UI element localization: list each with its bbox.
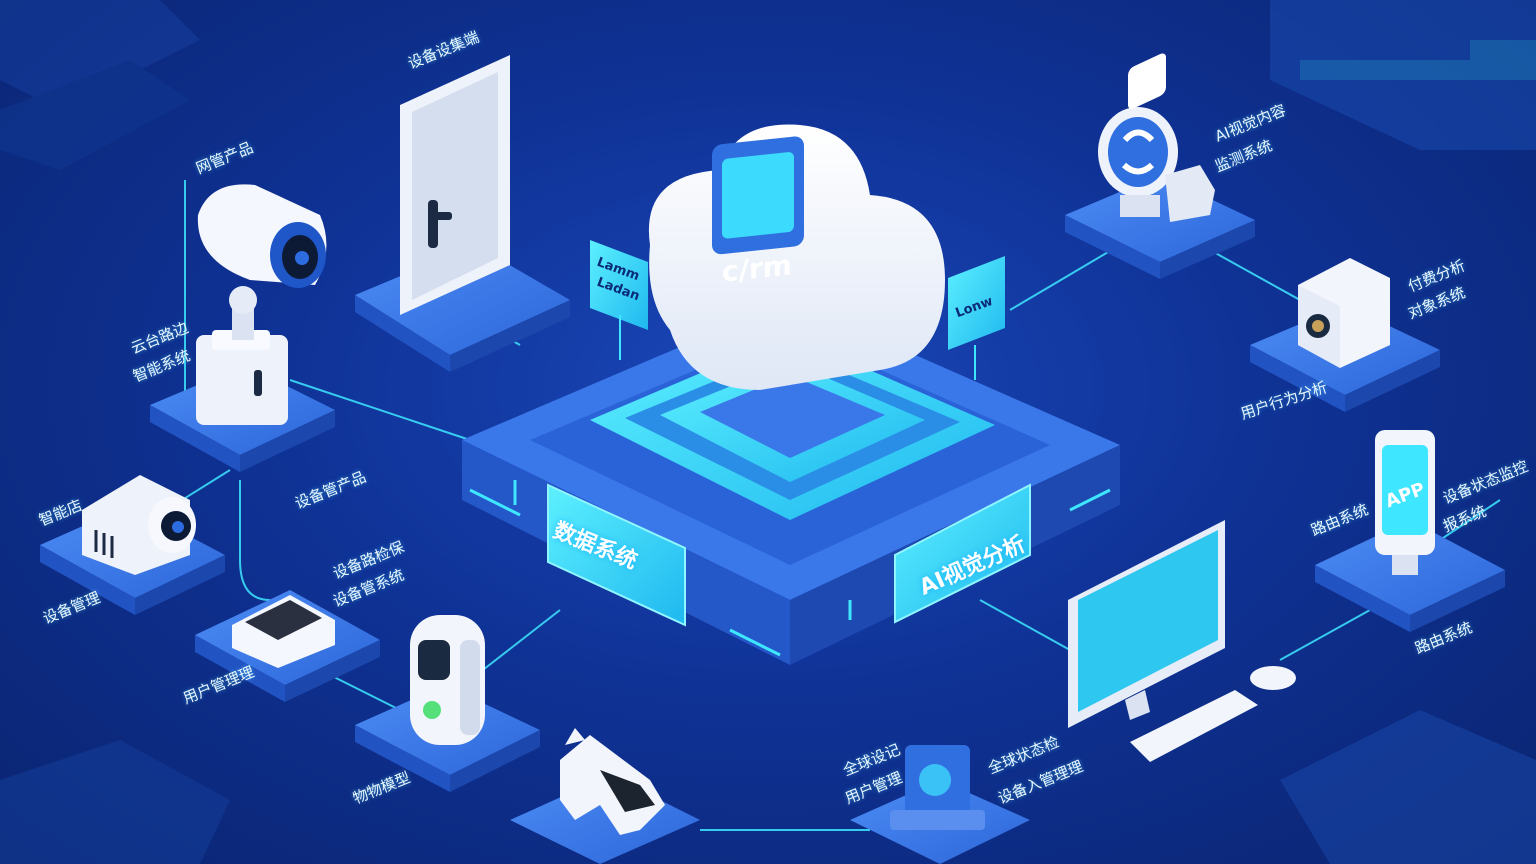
smartphone-icon [1375, 430, 1435, 575]
connection-lines [149, 180, 1501, 831]
ai-vision-badge-shape [894, 483, 1031, 624]
tag-right-shape [948, 256, 1005, 380]
smart-hub-icon [232, 595, 335, 668]
appliance-icon [1298, 258, 1390, 368]
video-doorbell-icon [410, 615, 485, 745]
door-icon [400, 55, 510, 315]
cloud-icon [648, 124, 945, 390]
gateway-icon [890, 745, 985, 830]
central-platform [462, 300, 1120, 665]
robot-dog-icon [560, 728, 665, 835]
tag-left-shape [590, 240, 648, 360]
security-camera-icon [196, 184, 327, 425]
desktop-monitor-icon [1068, 53, 1296, 762]
ai-vision-tile [1065, 175, 1255, 279]
data-system-badge-shape [547, 483, 686, 627]
ai-vision-icon [1098, 107, 1215, 222]
dome-camera-icon [82, 475, 196, 575]
door-tile [355, 245, 570, 372]
